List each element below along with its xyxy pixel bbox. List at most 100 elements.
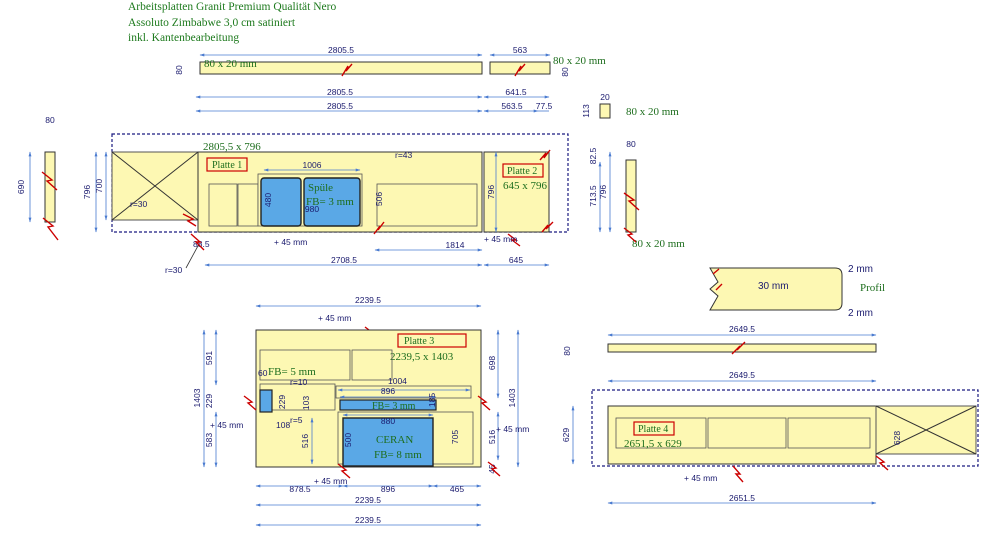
p3-dim-880: 880 (381, 416, 395, 426)
p3-plus45: + 45 mm (318, 313, 351, 323)
left-side-width: 80 (45, 115, 55, 125)
cut-mark (341, 63, 353, 77)
p4-dim-628: 628 (892, 431, 902, 445)
right-side-piece: 80 80 x 20 mm (623, 139, 685, 250)
dim-796-mid: 796 (486, 185, 496, 199)
p3-dim-229: 229 (204, 394, 214, 408)
plate1-size-label: 2805,5 x 796 (203, 141, 261, 153)
p3-dim-185: 185 (427, 393, 437, 407)
dim-top-b: 641.5 (505, 87, 527, 97)
sink-bowl-small (260, 177, 302, 227)
left-side-height: 690 (16, 180, 26, 194)
small-piece-label: 80 x 20 mm (626, 106, 679, 118)
sink-label: Spüle (308, 182, 333, 194)
plate-3: 2239.5 + 45 mm Platte 3 2239,5 x 1403 FB… (192, 295, 529, 527)
dim-700: 700 (94, 179, 104, 193)
profile-bottom: 2 mm (848, 308, 873, 319)
p3-fb8: FB= 8 mm (374, 449, 422, 461)
plus45-a: + 45 mm (274, 237, 307, 247)
p3-fb5: FB= 5 mm (268, 366, 316, 378)
small-piece-height: 113 (581, 104, 591, 118)
p3-size: 2239,5 x 1403 (390, 351, 454, 363)
dim-top-a: 2805.5 (327, 87, 353, 97)
r43-label: r=43 (395, 150, 413, 160)
p3-plus45-right: + 45 mm (496, 424, 529, 434)
sink-bowl-main (303, 177, 361, 227)
dim-506: 506 (374, 192, 384, 206)
p3-dim-591: 591 (204, 351, 214, 365)
strip2-length: 563 (513, 45, 527, 55)
p3-dim-2239-5-a: 2239.5 (355, 495, 381, 505)
r30-label-b: r=30 (165, 265, 183, 275)
p3-top-dim: 2239.5 (355, 295, 381, 305)
right-side-label: 80 x 20 mm (632, 238, 685, 250)
r30-label-a: r=30 (130, 199, 148, 209)
profile-label: Profil (860, 282, 885, 294)
sink-fb: FB= 3 mm (306, 196, 354, 208)
dim-88-5: 88.5 (193, 239, 210, 249)
p4-dim-629: 629 (561, 428, 571, 442)
p4-strip-len: 2649.5 (729, 324, 755, 334)
p3-dim-705: 705 (450, 430, 460, 444)
dim-1814: 1814 (446, 240, 465, 250)
profile-depth: 30 mm (758, 281, 789, 292)
edge-profile: 30 mm 2 mm Profil 2 mm (709, 264, 885, 319)
dim-row2-b: 563.5 (501, 101, 523, 111)
header-line-2: Assoluto Zimbabwe 3,0 cm satiniert (128, 17, 296, 29)
p3-dim-516-l: 516 (300, 434, 310, 448)
edge-strip-2: 563 80 x 20 mm 80 (489, 45, 606, 77)
p3-dim-108: 108 (276, 420, 290, 430)
edge-strip-1: 2805.5 80 x 20 mm 80 (174, 45, 483, 77)
dim-713-5: 713.5 (588, 185, 598, 207)
cut-mark (514, 63, 526, 77)
p3-dim-698: 698 (487, 356, 497, 370)
plate2-label: Platte 2 (507, 166, 537, 177)
p3-r5: r=5 (290, 415, 303, 425)
dim-row2-a: 2805.5 (327, 101, 353, 111)
p3-dim-583: 583 (204, 433, 214, 447)
p3-dim-229b: 229 (277, 395, 287, 409)
p4-size: 2651,5 x 629 (624, 438, 682, 450)
strip1-height: 80 (174, 65, 184, 75)
p3-dim-465: 465 (450, 484, 464, 494)
plate2-size-label: 645 x 796 (503, 180, 548, 192)
strip1-label: 80 x 20 mm (204, 58, 257, 70)
dim-980: 980 (305, 204, 319, 214)
plus45-b: + 45 mm (484, 234, 517, 244)
plate-1-and-2: 2805,5 x 796 Platte 1 Platte 2 645 x 796… (82, 133, 612, 275)
p3-fb3: FB= 3 mm (372, 401, 416, 412)
profile-top: 2 mm (848, 264, 873, 275)
p4-strip-h: 80 (562, 346, 572, 356)
dim-2708-5: 2708.5 (331, 255, 357, 265)
plate1-label: Platte 1 (212, 160, 242, 171)
p3-dim-1403-r: 1403 (507, 388, 517, 407)
strip1-length: 2805.5 (328, 45, 354, 55)
plate-4: 2649.5 80 2649.5 Platte 4 2651,5 x 629 6… (561, 324, 979, 505)
dim-480: 480 (263, 193, 273, 207)
p4-label: Platte 4 (638, 424, 668, 435)
dim-645: 645 (509, 255, 523, 265)
right-side-width: 80 (626, 139, 636, 149)
strip2-height: 80 (560, 67, 570, 77)
header-line-1: Arbeitsplatten Granit Premium Qualität N… (128, 1, 337, 13)
p3-label: Platte 3 (404, 336, 434, 347)
strip2-label: 80 x 20 mm (553, 55, 606, 67)
p3-dim-500: 500 (343, 433, 353, 447)
p3-ceran: CERAN (376, 434, 413, 446)
header-line-3: inkl. Kantenbearbeitung (128, 32, 240, 44)
dim-796-left: 796 (82, 185, 92, 199)
p3-dim-896-b: 896 (381, 484, 395, 494)
dim-82-5: 82.5 (588, 147, 598, 164)
p4-bottom-dim: 2651.5 (729, 493, 755, 503)
p3-r10: r=10 (290, 377, 308, 387)
small-end-piece: 113 20 80 x 20 mm (581, 92, 679, 119)
p3-plus45-left: + 45 mm (210, 420, 243, 430)
p4-plus45: + 45 mm (684, 473, 717, 483)
p4-top-dim: 2649.5 (729, 370, 755, 380)
small-piece-width: 20 (600, 92, 610, 102)
p3-dim-103: 103 (301, 396, 311, 410)
p3-dim-1403-l: 1403 (192, 388, 202, 407)
dim-1006: 1006 (303, 160, 322, 170)
p3-dim-2239-5-b: 2239.5 (355, 515, 381, 525)
